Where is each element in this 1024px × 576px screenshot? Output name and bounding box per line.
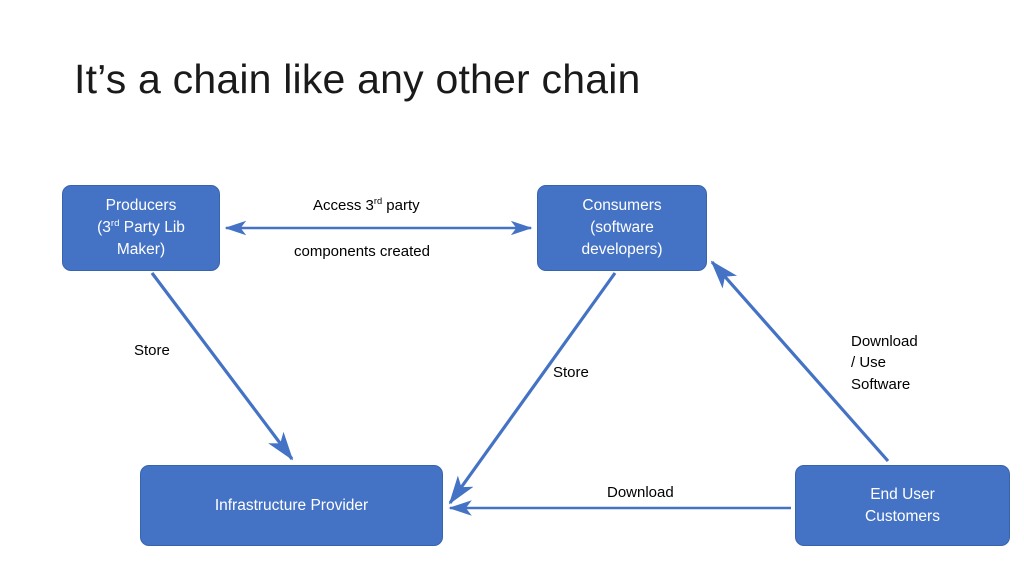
ordinal-suffix: rd	[110, 217, 120, 229]
node-producers-line1: Producers	[105, 197, 177, 214]
node-consumers-line3: developers)	[581, 241, 663, 258]
node-end-user-customers-line2: Customers	[865, 507, 940, 525]
edge-label-download-use-software: Download / Use Software	[851, 333, 918, 393]
edge-producers-infrastructure	[150, 272, 294, 461]
node-producers[interactable]: Producers (3rd Party Lib Maker)	[62, 185, 220, 271]
node-producers-line3: Maker)	[116, 241, 166, 258]
edge-label-access-3rd-party: Access 3rd party	[313, 196, 420, 214]
edge-label-store-producers: Store	[134, 342, 170, 359]
node-end-user-customers[interactable]: End User Customers	[795, 465, 1010, 546]
page-title: It’s a chain like any other chain	[74, 56, 641, 102]
edge-consumers-infrastructure	[448, 272, 617, 505]
node-infrastructure-provider[interactable]: Infrastructure Provider	[140, 465, 443, 546]
node-consumers[interactable]: Consumers (software developers)	[537, 185, 707, 271]
edge-label-store-consumers: Store	[553, 364, 589, 381]
node-consumers-line1: Consumers	[582, 197, 662, 214]
node-consumers-line2: (software	[590, 219, 654, 236]
node-infrastructure-provider-label: Infrastructure Provider	[214, 496, 369, 514]
node-producers-line2: (3rd Party Lib	[97, 217, 185, 236]
node-end-user-customers-line1: End User	[870, 485, 935, 503]
ordinal-suffix: rd	[373, 196, 383, 206]
edge-label-components-created: components created	[294, 243, 430, 260]
edge-label-download: Download	[607, 484, 674, 501]
